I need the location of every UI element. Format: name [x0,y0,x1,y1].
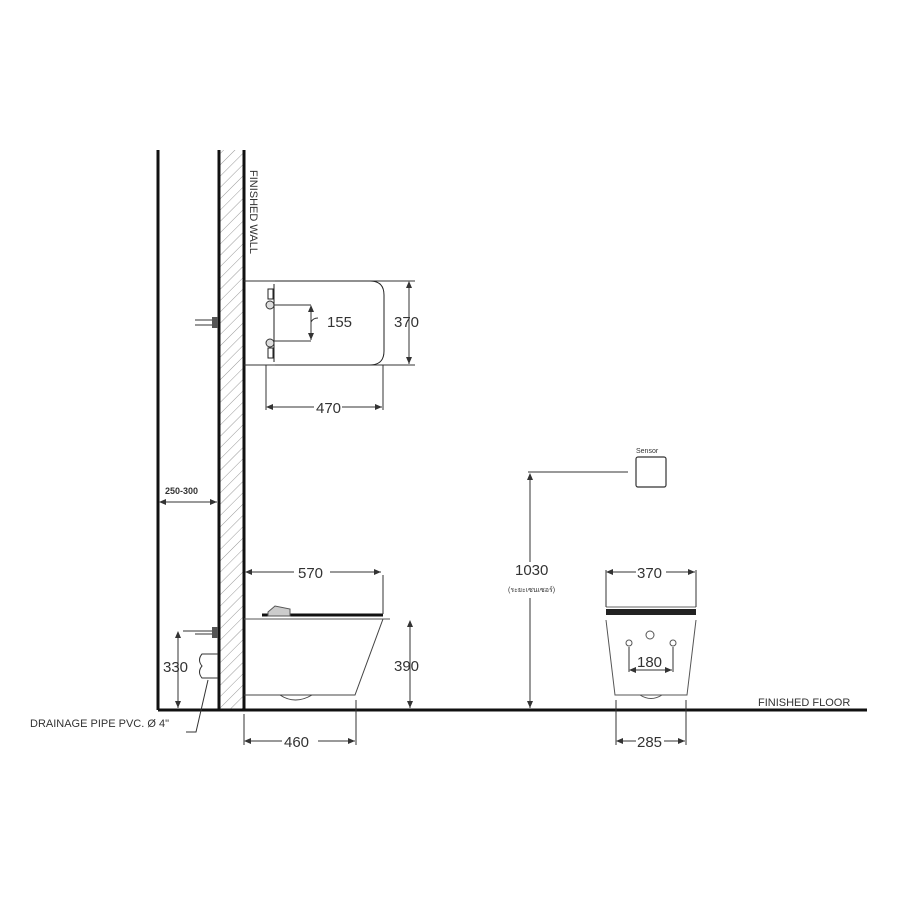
dim-front-width: 370 [637,565,662,582]
sensor-label: Sensor [636,448,659,455]
dim-side-length: 570 [298,565,323,582]
dim-top-depth: 470 [316,400,341,417]
top-view [195,280,415,410]
finished-wall-label: FINISHED WALL [247,170,259,254]
finished-floor-label: FINISHED FLOOR [758,697,850,709]
side-view [175,569,413,745]
dim-front-fixing-spacing: 180 [637,654,662,671]
front-view [605,569,697,745]
wall-structure [156,150,867,712]
dim-top-width: 370 [394,314,419,331]
dim-sensor-height: 1030 [515,562,548,579]
sensor-height-dimension [508,456,667,708]
dim-front-base: 285 [637,734,662,751]
dim-wall-cavity: 250-300 [165,486,198,496]
dim-side-height: 390 [394,658,419,675]
dim-side-base: 460 [284,734,309,751]
drainage-pipe-label: DRAINAGE PIPE PVC. Ø 4" [30,718,169,730]
dim-top-fixing-spacing: 155 [327,314,352,331]
sensor-height-note: (ระยะเซนเซอร์) [508,586,555,594]
dim-drain-height: 330 [163,659,188,676]
